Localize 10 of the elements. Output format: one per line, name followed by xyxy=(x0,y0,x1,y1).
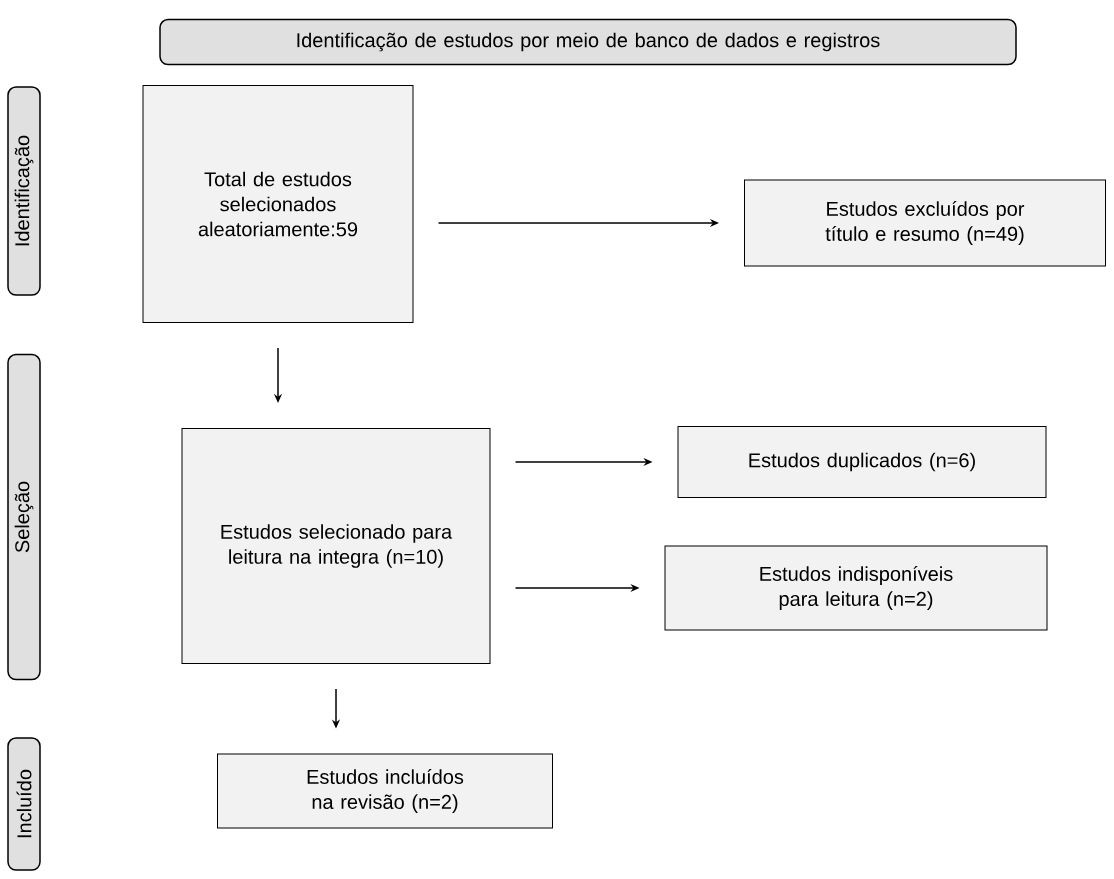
heading-band: Identificação de estudos por meio de banco de dados e registros xyxy=(159,18,1017,66)
process-box: Total de estudos selecionados aleatoriamente:59 xyxy=(142,85,414,323)
process-box: Estudos excluídos por título e resumo (n=49) xyxy=(744,179,1106,267)
process-box: Estudos incluídos na revisão (n=2) xyxy=(217,753,553,829)
process-box: Estudos selecionado para leitura na integra (n=10) xyxy=(181,428,491,664)
process-box: Estudos duplicados (n=6) xyxy=(677,426,1047,498)
stage-label: Identificação xyxy=(7,86,41,296)
stage-label: Seleção xyxy=(7,353,41,681)
process-box: Estudos indisponíveis para leitura (n=2) xyxy=(664,545,1048,631)
stage-label: Incluído xyxy=(7,737,41,871)
